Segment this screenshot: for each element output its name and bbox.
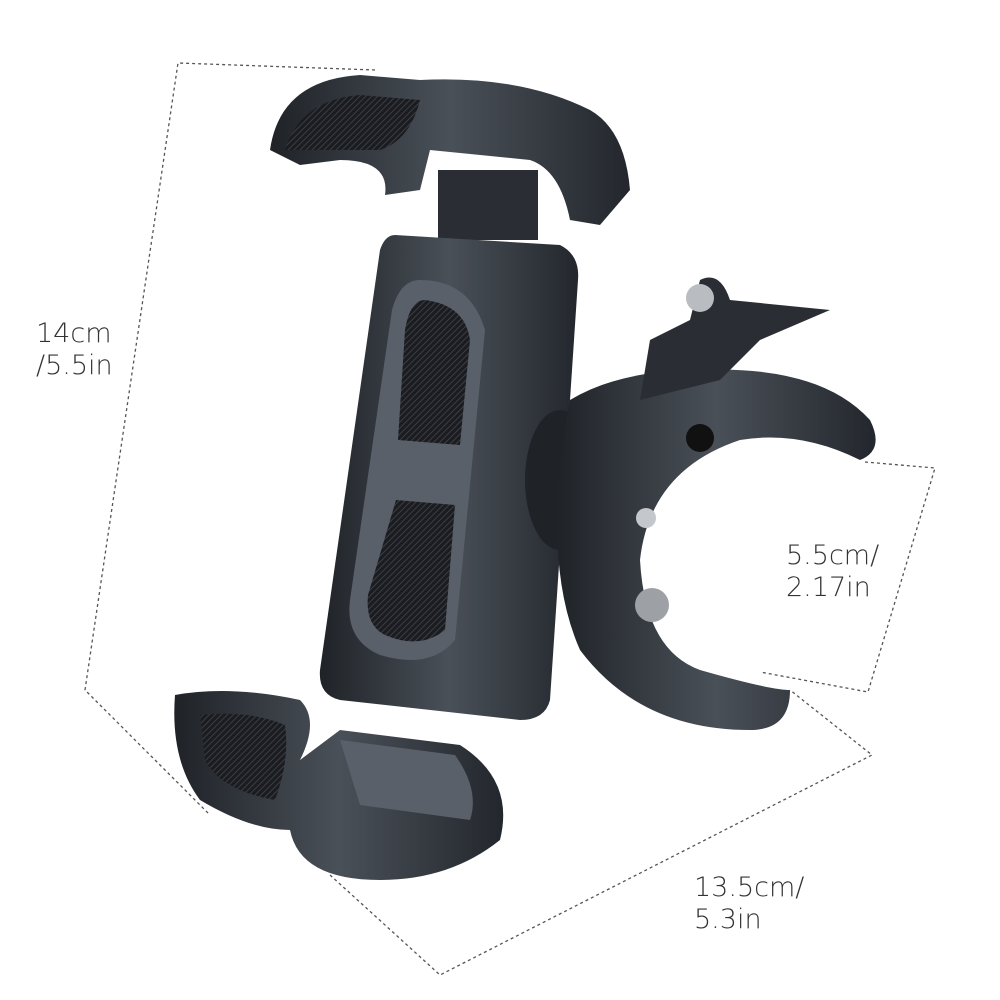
width-dimension-label: 13.5cm/ 5.3in bbox=[694, 872, 804, 936]
clamp-cm: 5.5cm/ bbox=[786, 540, 880, 571]
clamp-dimension-label: 5.5cm/ 2.17in bbox=[786, 540, 879, 604]
width-cm: 13.5cm/ bbox=[694, 872, 805, 903]
phone-holder bbox=[174, 75, 876, 880]
width-in: 5.3in bbox=[694, 904, 762, 935]
clamp-in: 2.17in bbox=[786, 572, 871, 603]
height-in: /5.5in bbox=[36, 350, 113, 381]
height-dimension-label: 14cm /5.5in bbox=[36, 318, 113, 382]
dimension-lines bbox=[84, 62, 936, 976]
height-cm: 14cm bbox=[36, 318, 112, 349]
